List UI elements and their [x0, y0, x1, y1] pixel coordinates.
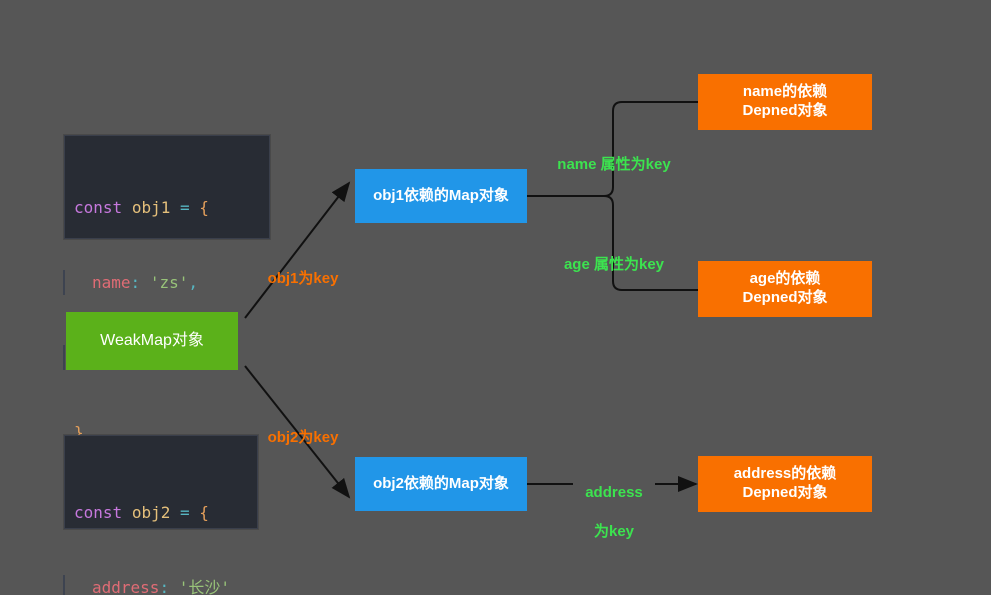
node-dep-age-line1: age的依赖 [749, 270, 821, 288]
code-identifier: obj2 [131, 503, 171, 522]
node-dep-address-line2: Depned对象 [742, 484, 828, 501]
node-dep-age-line2: Depned对象 [742, 289, 828, 306]
code-brace: { [199, 503, 209, 522]
node-dep-age[interactable]: age的依赖 Depned对象 [698, 261, 872, 317]
code-punctuation: : [159, 578, 170, 595]
edge-label-name-key: name 属性为key [534, 135, 694, 174]
node-dep-name[interactable]: name的依赖 Depned对象 [698, 74, 872, 130]
code-punctuation: , [188, 273, 198, 292]
edge-label-age-key: age 属性为key [534, 235, 694, 274]
node-dep-name-line2: Depned对象 [742, 102, 828, 119]
code-block-obj1: const obj1 = { name: 'zs', age: 18 } [63, 135, 270, 442]
edge-label-obj1-key-text: obj1为key [267, 269, 339, 287]
code-string: '长沙' [178, 578, 230, 595]
code-brace: { [199, 198, 209, 217]
edge-label-obj2-key: obj2为key [238, 408, 368, 447]
edge-label-name-key-text: name 属性为key [557, 155, 671, 173]
node-dep-address-line1: address的依赖 [733, 465, 837, 483]
code-keyword: const [74, 198, 123, 217]
code-line: } [65, 420, 269, 445]
node-weakmap[interactable]: WeakMap对象 [66, 312, 238, 370]
node-map-obj1-label: obj1依赖的Map对象 [373, 186, 509, 204]
edge-label-address-key-line1: address [585, 483, 643, 501]
node-dep-address[interactable]: address的依赖 Depned对象 [698, 456, 872, 512]
edge-label-address-key: address 为key [562, 463, 666, 541]
code-property: name [92, 273, 131, 292]
code-operator: = [179, 198, 190, 217]
code-line: address: '长沙' [63, 575, 257, 595]
code-identifier: obj1 [131, 198, 171, 217]
code-line: const obj1 = { [65, 195, 269, 220]
node-map-obj2[interactable]: obj2依赖的Map对象 [355, 457, 527, 511]
edge-label-address-key-line2: 为key [593, 522, 635, 540]
edge-label-obj1-key: obj1为key [238, 249, 368, 288]
code-brace: } [74, 423, 84, 442]
node-dep-name-line1: name的依赖 [742, 83, 828, 101]
code-block-obj2: const obj2 = { address: '长沙' } [63, 435, 258, 595]
code-keyword: const [74, 503, 123, 522]
node-map-obj2-label: obj2依赖的Map对象 [373, 474, 509, 492]
edge-label-obj2-key-text: obj2为key [267, 428, 339, 446]
node-weakmap-label: WeakMap对象 [100, 332, 204, 349]
node-map-obj1[interactable]: obj1依赖的Map对象 [355, 169, 527, 223]
code-property: address [92, 578, 160, 595]
code-line: name: 'zs', [63, 270, 269, 295]
code-string: 'zs' [149, 273, 189, 292]
code-line: const obj2 = { [65, 500, 257, 525]
code-punctuation: : [130, 273, 141, 292]
code-operator: = [179, 503, 190, 522]
edge-label-age-key-text: age 属性为key [563, 255, 665, 273]
